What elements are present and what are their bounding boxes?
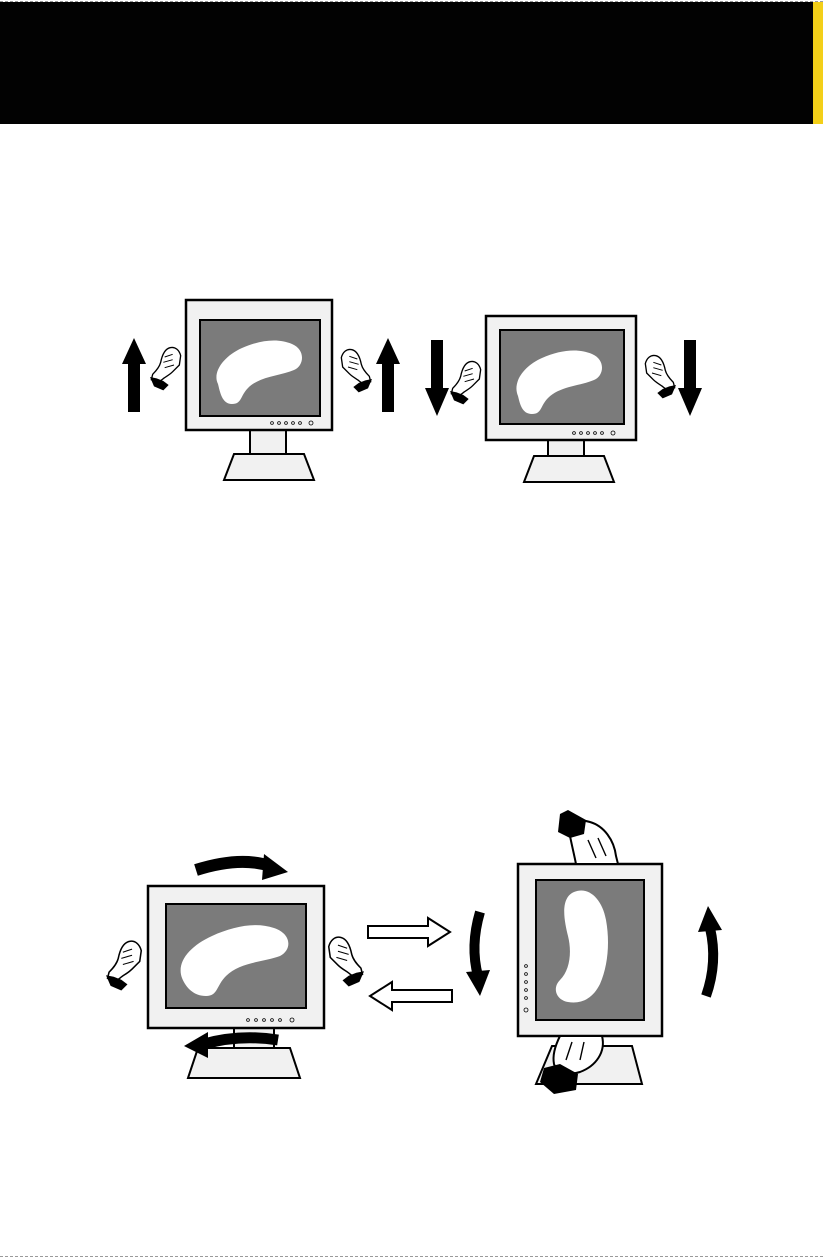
monitor-stand bbox=[524, 440, 614, 482]
rotate-monitor-figure bbox=[456, 806, 736, 1098]
header-accent-edge bbox=[813, 2, 823, 124]
monitor-icon bbox=[148, 886, 324, 1028]
hand-icon bbox=[329, 937, 364, 986]
hand-icon bbox=[450, 361, 481, 404]
hand-icon bbox=[558, 810, 618, 864]
outline-arrow-icon bbox=[368, 918, 450, 946]
lower-monitor-figure bbox=[420, 292, 720, 490]
orientation-arrows bbox=[364, 914, 464, 1014]
raise-monitor-figure bbox=[120, 292, 420, 490]
monitor-stand bbox=[224, 430, 314, 480]
arrow-down-icon bbox=[425, 340, 449, 416]
hand-icon bbox=[645, 355, 676, 398]
arrow-down-icon bbox=[678, 340, 702, 416]
monitor-icon bbox=[518, 864, 662, 1036]
bottom-trim-line bbox=[0, 1256, 823, 1257]
header-bar bbox=[0, 2, 813, 124]
outline-arrow-icon bbox=[370, 982, 452, 1010]
arrow-up-icon bbox=[122, 338, 146, 412]
hand-icon bbox=[150, 347, 181, 390]
curved-arrow-icon bbox=[466, 912, 490, 996]
curved-arrow-icon bbox=[196, 854, 288, 880]
hand-icon bbox=[106, 941, 141, 990]
swivel-monitor-figure bbox=[100, 850, 380, 1090]
monitor-icon bbox=[186, 300, 332, 430]
curved-arrow-icon bbox=[698, 906, 722, 996]
hand-icon bbox=[341, 349, 372, 392]
arrow-up-icon bbox=[376, 338, 400, 412]
monitor-icon bbox=[486, 316, 636, 440]
